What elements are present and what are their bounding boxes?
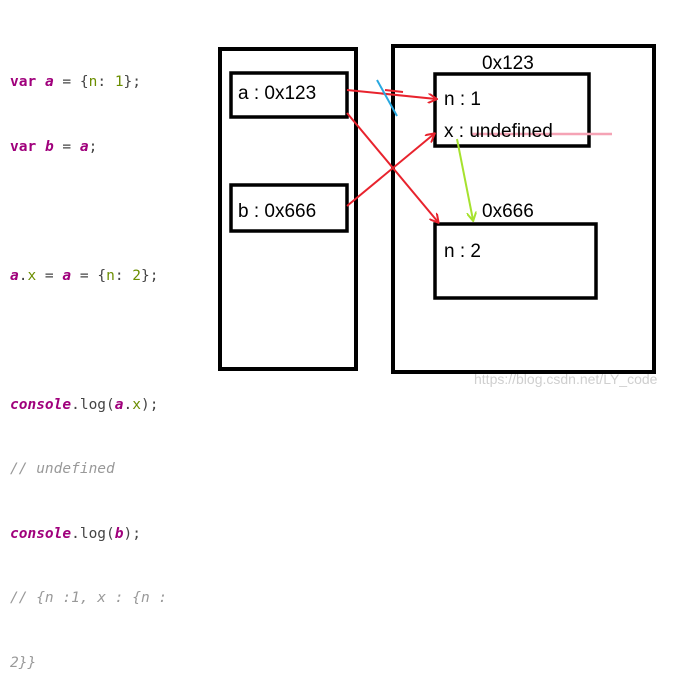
keyword: var: [10, 74, 37, 90]
operator: =: [53, 138, 80, 155]
stack-var-a-label: a : 0x123: [238, 83, 317, 104]
memory-diagram: [218, 44, 656, 374]
stack-var-b-box: [229, 183, 349, 233]
paren: (: [106, 525, 115, 542]
paren: );: [123, 525, 141, 542]
code-comment: 2}}: [10, 654, 37, 671]
console-object: console: [10, 525, 72, 542]
colon: :: [114, 267, 133, 284]
object-key: n: [88, 74, 98, 90]
code-line-6: console.log(b);: [10, 524, 205, 546]
stack-var-a-box: [229, 71, 349, 119]
object-key: n: [106, 267, 115, 284]
variable-ref: b: [114, 525, 124, 542]
dot: .: [18, 267, 28, 284]
variable-ref: a: [10, 267, 19, 284]
heap-object-0x666-box: [433, 222, 598, 300]
number-literal: 2: [132, 267, 142, 284]
operator: =: [71, 267, 98, 284]
colon: :: [97, 74, 115, 90]
code-comment: // undefined: [10, 461, 115, 477]
heap-address-0x666: 0x666: [482, 201, 534, 222]
variable-name: b: [44, 138, 54, 155]
keyword: var: [10, 138, 37, 155]
cross-mark-red: [384, 89, 404, 93]
operator: =: [53, 74, 80, 90]
brace: {: [97, 267, 107, 284]
heap-obj1-x-label: x : undefined: [444, 121, 553, 142]
operator: =: [36, 267, 63, 284]
brace: };: [141, 267, 159, 284]
dot: .: [71, 525, 80, 542]
code-line-2: var b = a;: [10, 137, 205, 159]
pointer-a-old-arrow: [346, 89, 436, 99]
number-literal: 1: [114, 74, 124, 90]
variable-ref: a: [79, 138, 89, 155]
stack-frame-box: [218, 47, 358, 371]
stack-var-b-label: b : 0x666: [238, 201, 317, 222]
code-line-1: var a = {n: 1};: [10, 72, 205, 94]
pointer-b-arrow: [346, 134, 434, 207]
brace: };: [123, 74, 142, 90]
heap-obj1-n-label: n : 1: [444, 89, 481, 110]
variable-name: a: [44, 74, 54, 90]
semicolon: ;: [88, 138, 98, 155]
heap-obj2-n-label: n : 2: [444, 241, 481, 262]
heap-frame-box: [391, 44, 656, 374]
watermark-text: https://blog.csdn.net/LY_code: [474, 371, 658, 387]
method-name: log: [79, 525, 107, 542]
code-comment: // {n :1, x : {n :: [10, 590, 168, 606]
property: x: [27, 267, 37, 284]
brace: {: [79, 74, 89, 90]
variable-ref: a: [62, 267, 72, 284]
heap-address-0x123: 0x123: [482, 53, 534, 74]
cross-mark-blue: [376, 79, 398, 117]
pointer-x-arrow: [456, 138, 473, 220]
code-line-3: a.x = a = {n: 2};: [10, 266, 205, 288]
